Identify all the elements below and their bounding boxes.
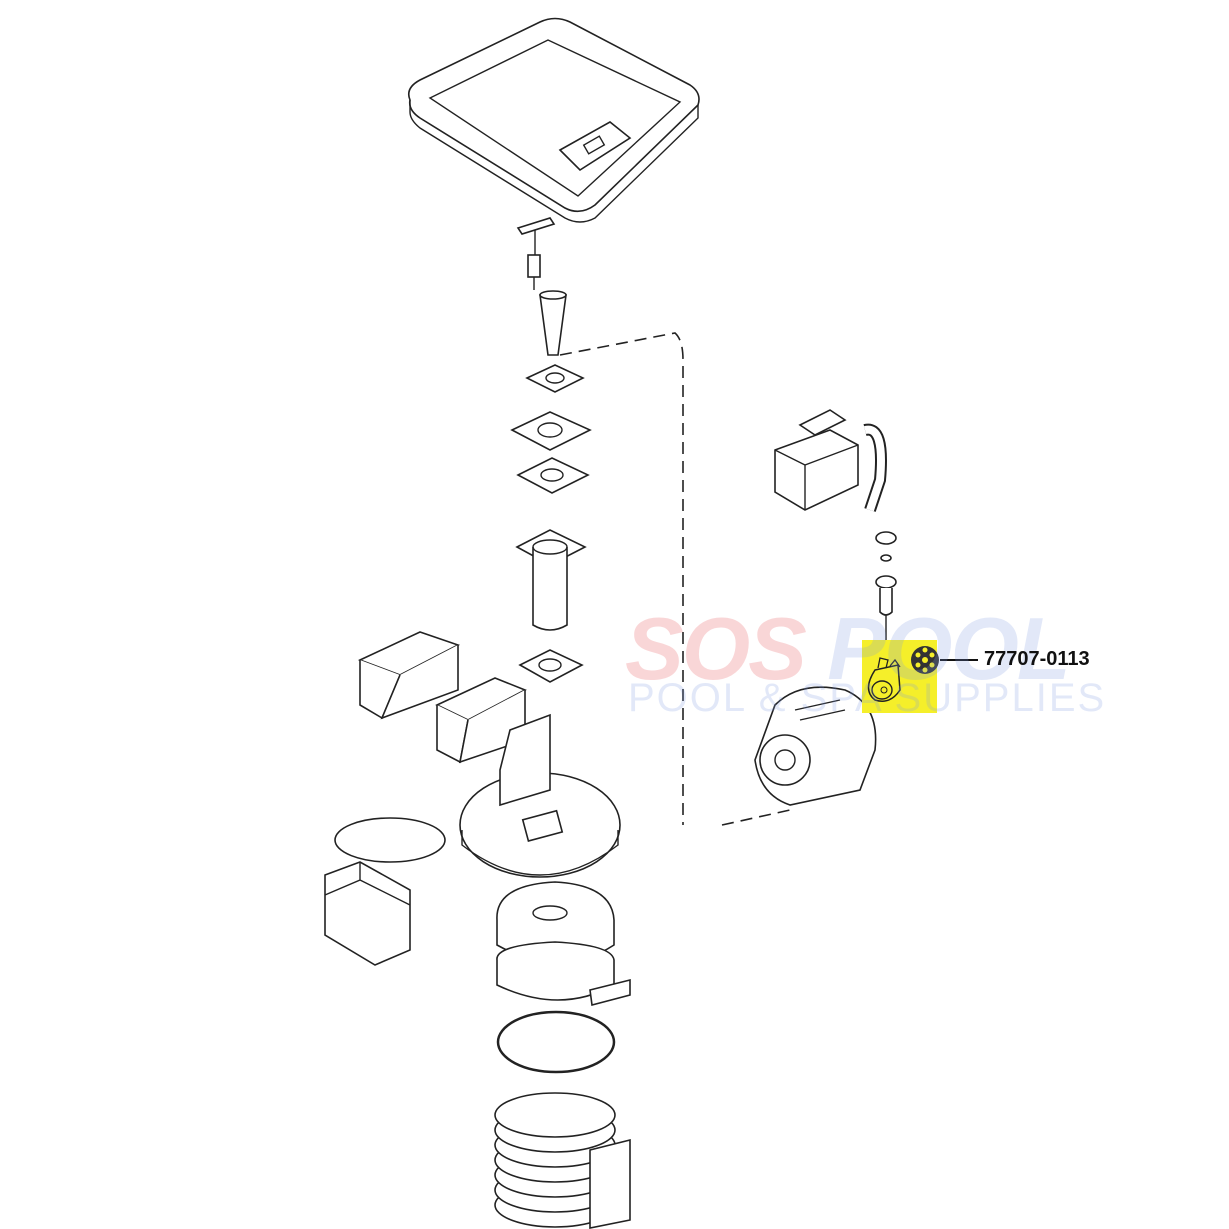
gaskets	[510, 364, 592, 683]
combustion-chamber	[496, 881, 631, 1007]
o-ring	[496, 1010, 616, 1074]
gas-valve	[774, 409, 897, 660]
watermark-tagline: POOL & SPA SUPPLIES	[628, 676, 1107, 720]
part-number-label: 77707-0113	[984, 648, 1090, 670]
control-box	[324, 817, 446, 966]
top-cover	[407, 17, 700, 223]
flue-boxes	[357, 631, 527, 764]
highlighted-part	[867, 646, 939, 702]
assembly-leader-line	[559, 332, 791, 826]
watermark-logo: SOS POOL	[625, 599, 1071, 698]
sensor-assembly	[516, 217, 556, 290]
base-plate	[459, 713, 621, 878]
blower	[754, 686, 877, 806]
heat-exchanger	[494, 1092, 631, 1229]
burner-tube	[539, 294, 567, 356]
